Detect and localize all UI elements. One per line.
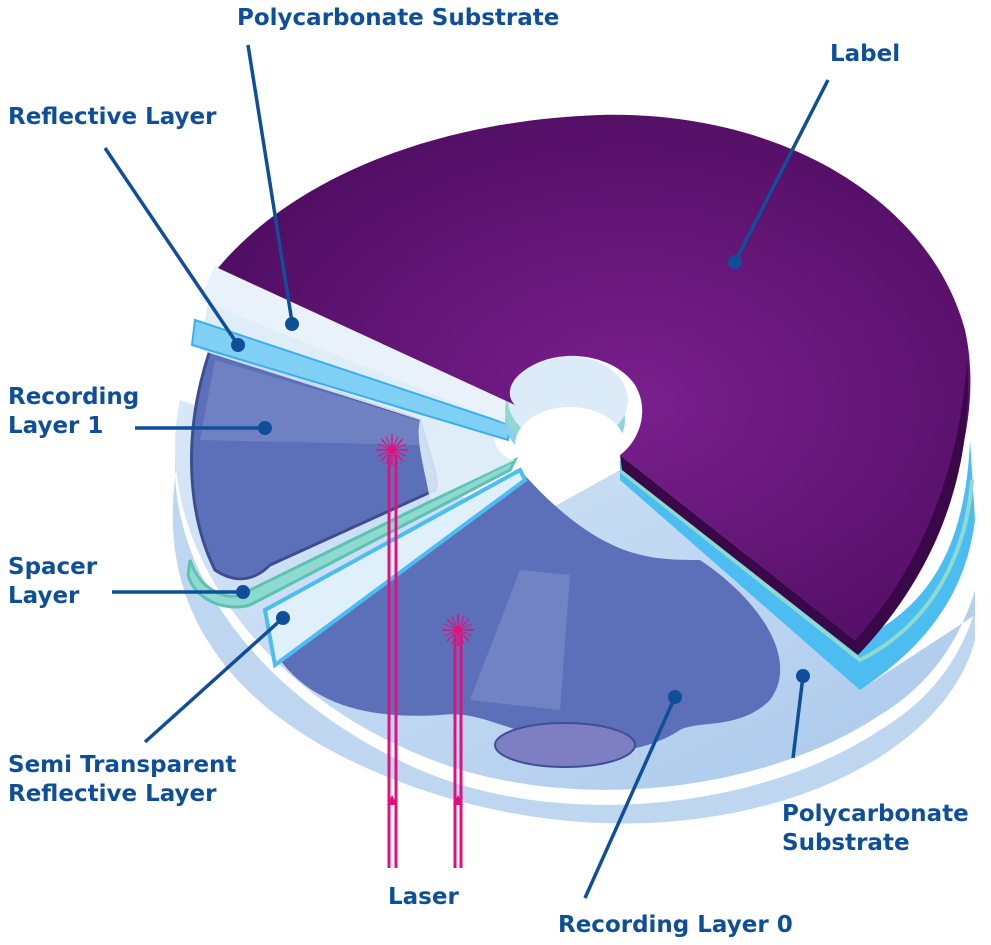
- label-polycarbonate-bottom-line2: Substrate: [782, 829, 969, 858]
- label-recording-layer-1-line1: Recording: [8, 383, 139, 412]
- recording-layer-0-bump: [495, 723, 635, 767]
- dot-polycarbonate-bottom: [796, 669, 810, 683]
- dot-reflective: [231, 338, 245, 352]
- dot-recording-1: [258, 421, 272, 435]
- label-polycarbonate-substrate-bottom: Polycarbonate Substrate: [782, 800, 969, 858]
- leader-reflective: [105, 148, 238, 345]
- label-polycarbonate-bottom-line1: Polycarbonate: [782, 800, 969, 829]
- label-reflective-layer: Reflective Layer: [8, 103, 216, 132]
- dot-semi: [276, 611, 290, 625]
- label-laser: Laser: [388, 883, 459, 912]
- label-spacer-layer-line2: Layer: [8, 582, 97, 611]
- label-spacer-layer: Spacer Layer: [8, 553, 97, 611]
- label-label: Label: [830, 40, 900, 69]
- dot-polycarbonate-top: [285, 317, 299, 331]
- dot-label: [728, 255, 742, 269]
- dot-recording-0: [668, 690, 682, 704]
- label-polycarbonate-substrate-top: Polycarbonate Substrate: [237, 4, 559, 33]
- label-spacer-layer-line1: Spacer: [8, 553, 97, 582]
- label-recording-layer-0: Recording Layer 0: [558, 911, 793, 940]
- label-semi-line1: Semi Transparent: [8, 751, 236, 780]
- label-recording-layer-1: Recording Layer 1: [8, 383, 139, 441]
- hub-hole: [515, 407, 625, 483]
- dot-spacer: [236, 585, 250, 599]
- label-semi-transparent-reflective-layer: Semi Transparent Reflective Layer: [8, 751, 236, 809]
- label-semi-line2: Reflective Layer: [8, 780, 236, 809]
- label-recording-layer-1-line2: Layer 1: [8, 412, 139, 441]
